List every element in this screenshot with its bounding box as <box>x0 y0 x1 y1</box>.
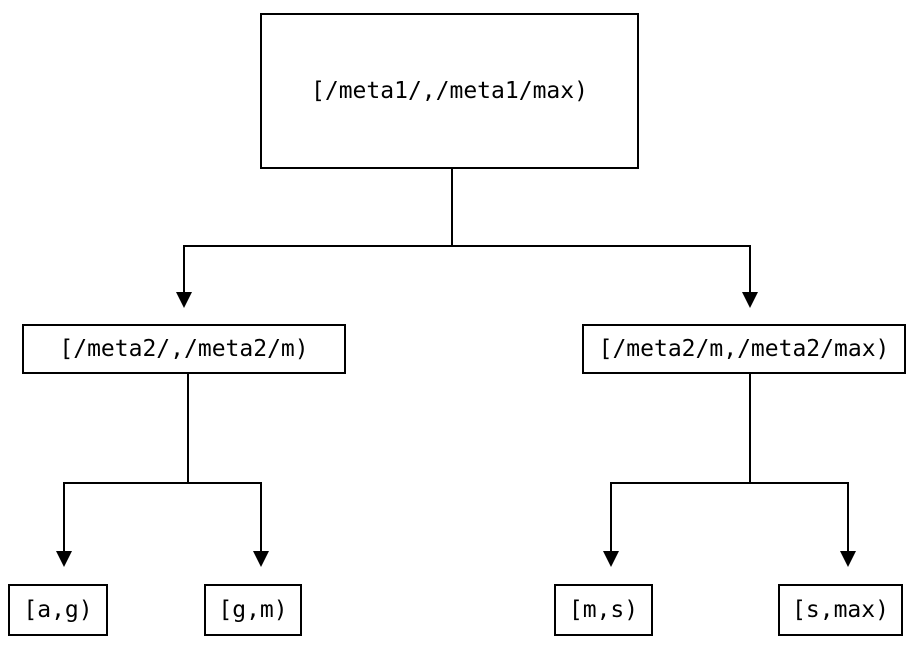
tree-node-root: [/meta1/,/meta1/max) <box>260 13 639 169</box>
arrowhead-icon <box>253 551 269 567</box>
arrowhead-icon <box>742 292 758 308</box>
edge-right-subtree <box>603 374 856 567</box>
edge-root-to-children <box>176 169 758 308</box>
tree-node-meta2-left: [/meta2/,/meta2/m) <box>22 324 346 374</box>
tree-node-leaf-smax: [s,max) <box>778 584 903 636</box>
edge-left-subtree <box>56 374 269 567</box>
arrowhead-icon <box>603 551 619 567</box>
tree-node-meta2-right: [/meta2/m,/meta2/max) <box>582 324 906 374</box>
tree-node-leaf-ms: [m,s) <box>554 584 653 636</box>
tree-node-leaf-gm: [g,m) <box>204 584 302 636</box>
arrowhead-icon <box>176 292 192 308</box>
arrowhead-icon <box>840 551 856 567</box>
arrowhead-icon <box>56 551 72 567</box>
tree-node-leaf-ag: [a,g) <box>8 584 108 636</box>
